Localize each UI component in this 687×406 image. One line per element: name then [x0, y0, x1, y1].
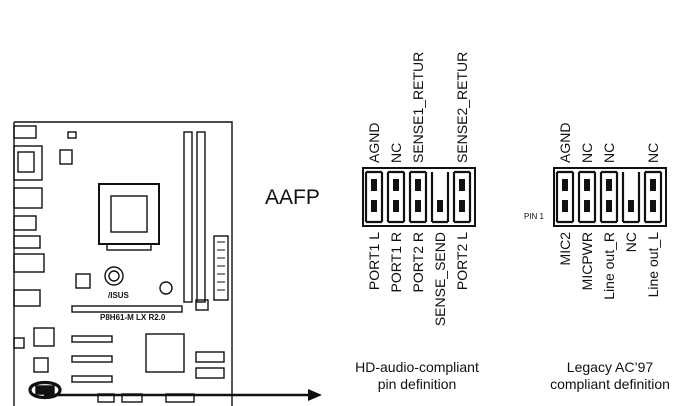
io-block — [13, 125, 37, 139]
capacitor — [104, 266, 124, 286]
hd-audio-pin-cells — [364, 170, 472, 224]
component — [195, 299, 209, 311]
hd-audio-top-label: AGND — [366, 123, 382, 163]
io-block — [13, 253, 45, 273]
hd-audio-header-body — [362, 167, 476, 227]
hd-audio-bottom-label: SENSE_SEND — [432, 232, 448, 326]
board-logo: /ISUS — [108, 291, 130, 300]
dimm-slot — [196, 131, 206, 303]
pin — [393, 179, 399, 191]
hd-audio-bottom-label: PORT1 R — [388, 232, 404, 292]
pin — [415, 200, 421, 212]
board-outline — [13, 121, 233, 406]
ac97-bottom-label: MIC2 — [557, 232, 573, 266]
pin1-label: PIN 1 — [524, 212, 545, 221]
aafp-location-highlight — [28, 380, 62, 400]
aafp-header-on-board — [35, 385, 55, 395]
io-block — [13, 145, 43, 181]
component — [33, 327, 55, 347]
ac97-pins — [562, 179, 656, 212]
io-block — [13, 187, 43, 209]
pin — [459, 179, 465, 191]
pcie-slot — [71, 335, 113, 343]
hd-audio-top-label: SENSE1_RETUR — [410, 52, 426, 163]
ac97-top-label: AGND — [557, 123, 573, 163]
ac97-bottom-label: NC — [623, 232, 639, 252]
pin — [562, 179, 568, 191]
component — [59, 149, 73, 165]
chipset — [145, 333, 185, 373]
io-block — [13, 337, 25, 349]
io-block — [17, 151, 35, 173]
atx-power-pins — [217, 241, 225, 291]
ac97-pin-cells — [555, 170, 663, 224]
capacitor — [159, 281, 173, 295]
pin — [393, 200, 399, 212]
ac97-top-label: NC — [579, 143, 595, 163]
pin — [459, 200, 465, 212]
sata-port — [195, 351, 225, 363]
cpu-socket — [98, 183, 160, 245]
ac97-top-label: NC — [601, 143, 617, 163]
ac97-top-label: NC — [645, 143, 661, 163]
hd-audio-caption-line1: HD-audio-compliant — [355, 359, 479, 375]
pin — [606, 179, 612, 191]
pcie-slot — [71, 305, 183, 313]
cpu-socket-lever — [106, 243, 152, 251]
hd-audio-caption-line2: pin definition — [378, 376, 457, 392]
pin — [415, 179, 421, 191]
pin — [437, 200, 443, 212]
hd-audio-bottom-label: PORT1 L — [366, 232, 382, 290]
ac97-header-body — [553, 167, 667, 227]
pin — [584, 179, 590, 191]
motherboard-illustration — [13, 121, 233, 406]
cpu-socket-inner — [110, 195, 148, 233]
pin — [628, 200, 634, 212]
hd-audio-pins — [371, 179, 465, 212]
pin — [584, 200, 590, 212]
board-model: P8H61-M LX R2.0 — [100, 313, 166, 322]
pin — [562, 200, 568, 212]
ac97-bottom-label: Line out_R — [601, 232, 617, 300]
pin — [650, 179, 656, 191]
pcie-slot — [71, 375, 113, 383]
ac97-bottom-label: Line out_L — [645, 232, 661, 298]
header-title: AAFP — [265, 186, 320, 209]
pcie-slot — [71, 355, 113, 363]
ac97-caption-line2: compliant definition — [550, 376, 670, 392]
component — [33, 357, 49, 373]
component — [75, 273, 91, 289]
io-block — [13, 289, 41, 307]
ac97-caption-line1: Legacy AC’97 — [567, 359, 654, 375]
io-block — [13, 235, 41, 249]
pin — [371, 200, 377, 212]
hd-audio-top-label: NC — [388, 143, 404, 163]
pin — [650, 200, 656, 212]
io-block — [13, 215, 37, 231]
hd-audio-bottom-label: PORT2 L — [454, 232, 470, 290]
atx-power-connector — [213, 235, 229, 301]
pin — [371, 179, 377, 191]
pin — [606, 200, 612, 212]
ac97-bottom-label: MICPWR — [579, 232, 595, 290]
sata-port — [195, 367, 225, 379]
hd-audio-top-label: SENSE2_RETUR — [454, 52, 470, 163]
component — [67, 131, 77, 139]
dimm-slot — [183, 131, 193, 303]
capacitor — [108, 270, 120, 282]
pointer-arrow — [44, 389, 322, 401]
hd-audio-bottom-label: PORT2 R — [410, 232, 426, 292]
ac97-header: PIN 1 AGND NC NC NC MIC2 MICPWR Line out… — [524, 123, 670, 392]
hd-audio-header: AGND NC SENSE1_RETUR SENSE2_RETUR PORT1 … — [355, 52, 479, 392]
